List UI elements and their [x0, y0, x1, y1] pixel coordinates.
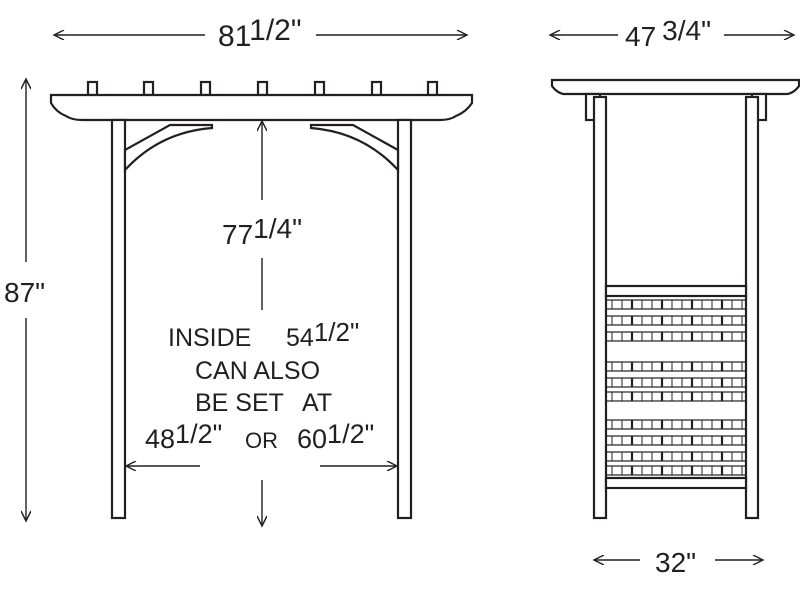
svg-text:601/2": 601/2"	[297, 419, 374, 454]
inside-note: INSIDE 541/2" CAN ALSO BE SET AT 481/2" …	[145, 317, 374, 454]
note-line4-a: 48	[145, 424, 175, 454]
front-rafter-ends	[86, 80, 439, 97]
total-height-label: 87"	[4, 277, 45, 308]
side-width-whole: 47	[625, 21, 656, 52]
lattice-band	[605, 419, 747, 430]
lattice-band	[605, 377, 747, 388]
lattice-band	[605, 435, 747, 446]
front-view: 811/2" 87" 771/4" INSIDE 541/2" CAN ALSO…	[4, 14, 474, 525]
svg-text:481/2": 481/2"	[145, 419, 222, 454]
front-left-post	[110, 118, 127, 520]
note-line3-b: AT	[302, 389, 332, 417]
side-bench-lattice	[604, 284, 748, 490]
lattice-band	[605, 299, 747, 310]
lattice-band	[605, 451, 747, 462]
svg-text:INSIDE: INSIDE	[168, 324, 251, 352]
inside-height-whole: 77	[222, 219, 253, 250]
note-line1-a: INSIDE	[168, 324, 251, 352]
lattice-band	[605, 361, 747, 372]
side-width-frac: 3/4"	[662, 15, 711, 46]
svg-text:473/4": 473/4"	[625, 15, 711, 52]
side-right-post	[744, 95, 760, 520]
side-left-post	[592, 95, 608, 520]
side-top-cap	[550, 78, 800, 96]
front-right-post	[396, 118, 413, 520]
lattice-band	[605, 391, 747, 402]
front-right-bracket	[309, 123, 400, 173]
inside-height-frac: 1/4"	[253, 213, 302, 244]
note-line2: CAN ALSO	[195, 357, 320, 385]
note-line1-b: 54	[286, 324, 314, 352]
svg-text:811/2": 811/2"	[218, 14, 302, 53]
lattice-band	[605, 315, 747, 326]
front-top-beam	[49, 93, 474, 122]
svg-text:541/2": 541/2"	[286, 317, 359, 352]
lattice-band	[605, 331, 747, 342]
base-width-label: 32"	[655, 547, 696, 578]
note-line4-b: 60	[297, 424, 327, 454]
front-width-frac: 1/2"	[249, 14, 301, 47]
note-line4-or: OR	[245, 428, 278, 453]
note-line1-frac: 1/2"	[314, 317, 359, 347]
note-line4-b-frac: 1/2"	[327, 419, 374, 449]
note-line4-a-frac: 1/2"	[175, 419, 222, 449]
svg-text:771/4": 771/4"	[222, 213, 302, 250]
note-line3-a: BE SET	[195, 389, 284, 417]
front-width-whole: 81	[218, 20, 251, 53]
front-left-bracket	[123, 123, 214, 173]
lattice-band	[605, 465, 747, 476]
